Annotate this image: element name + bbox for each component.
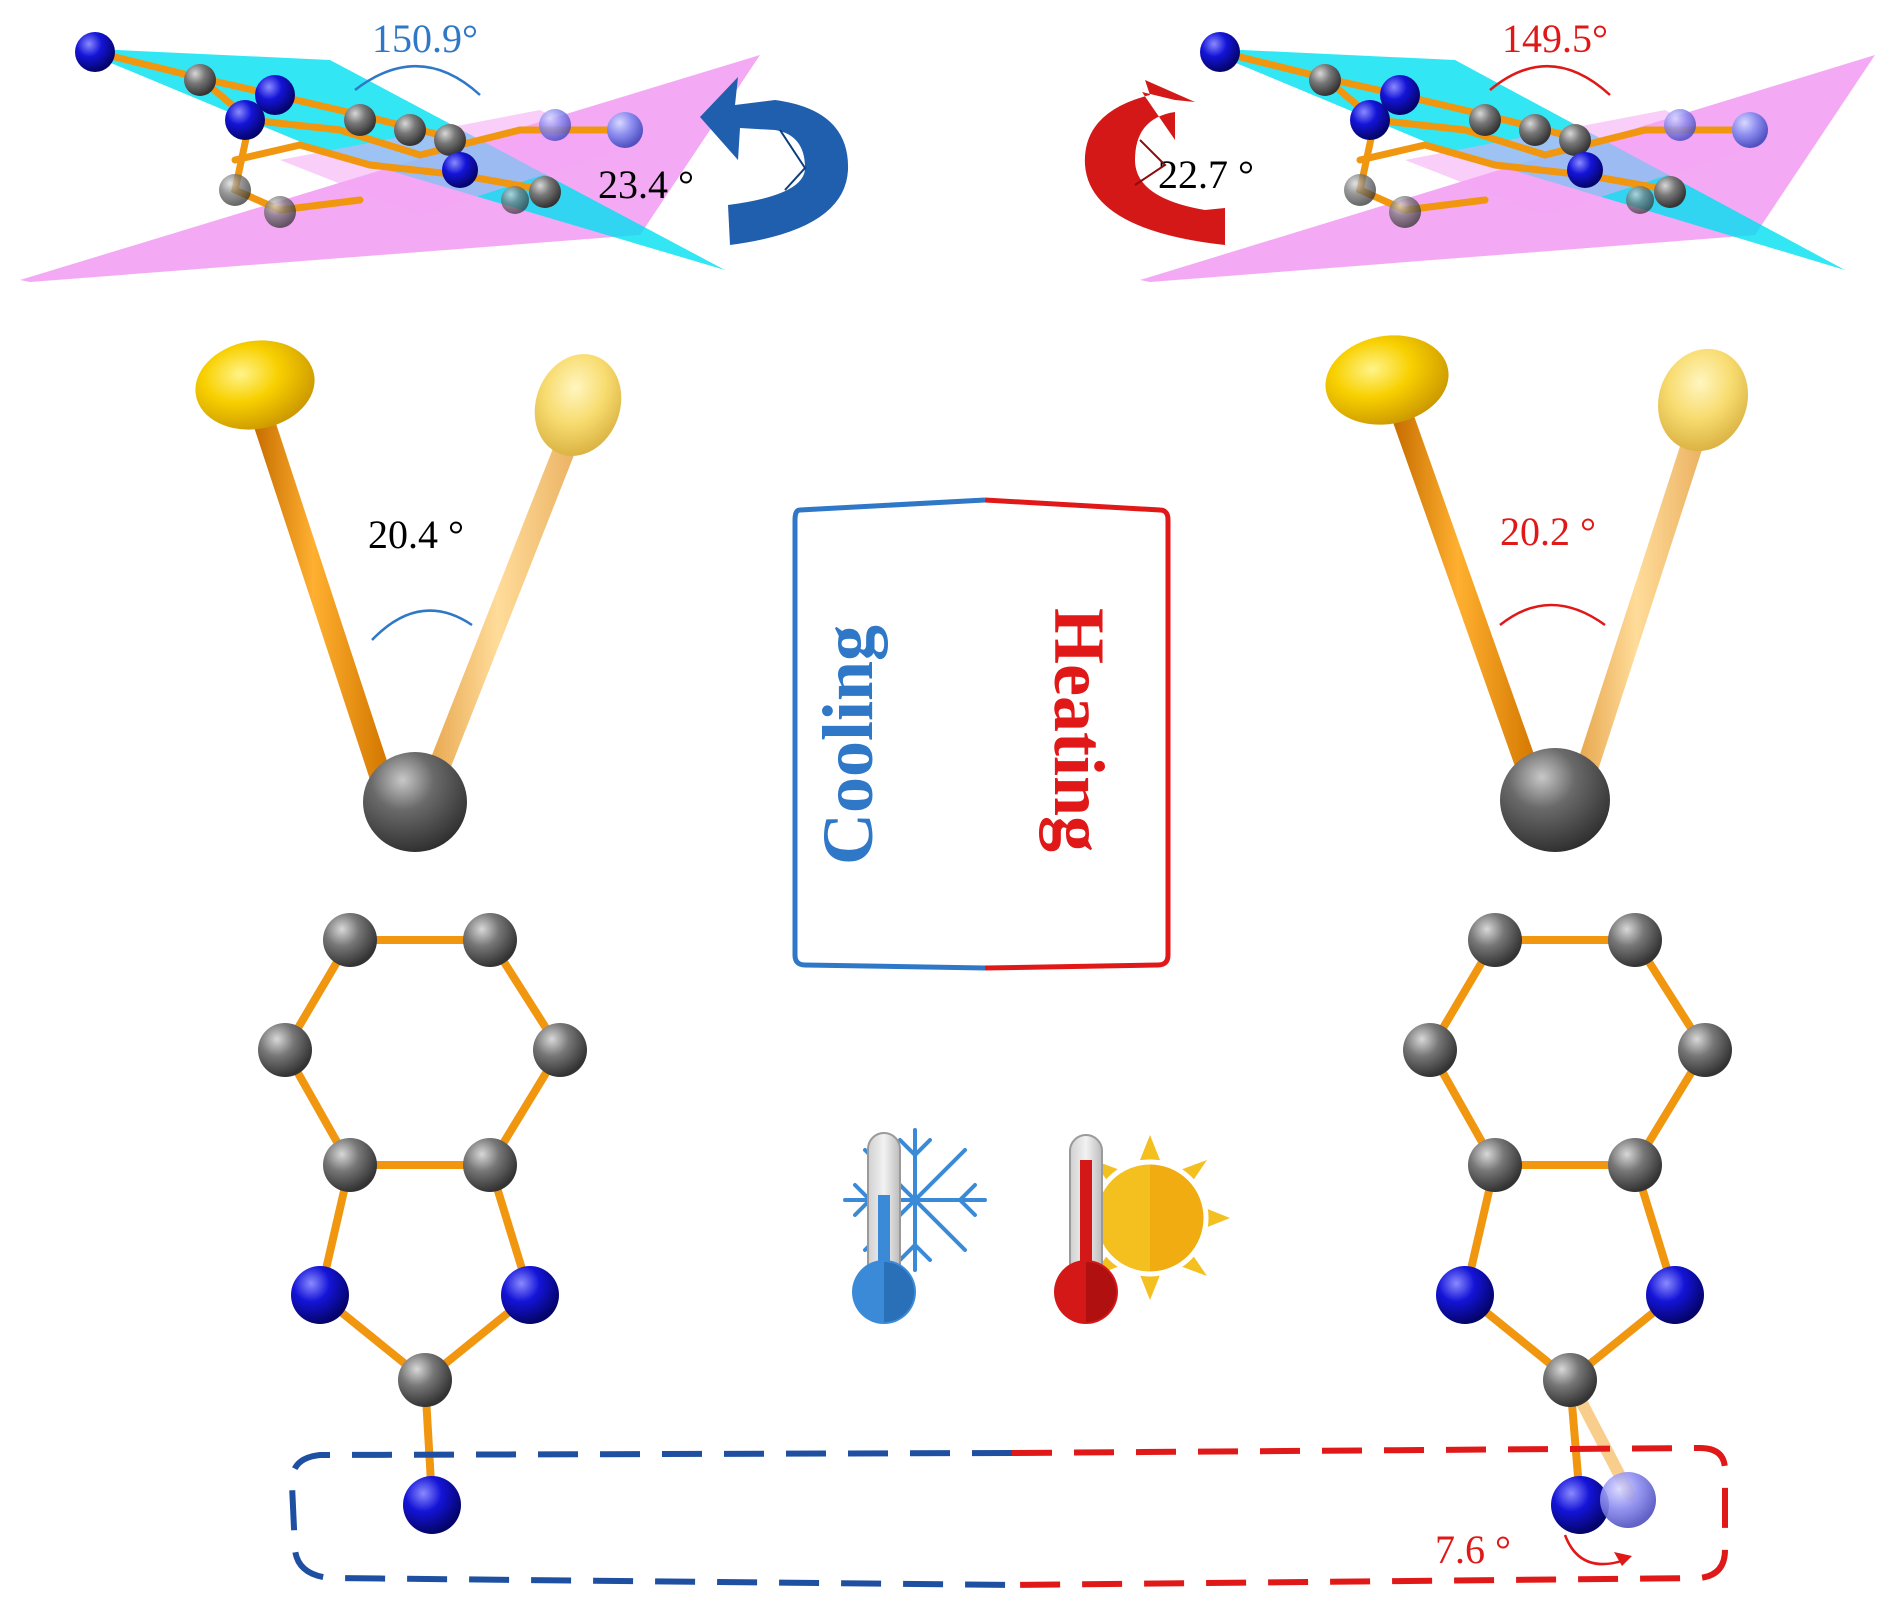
bottom-rotation-arrowhead	[1614, 1552, 1632, 1566]
rotate-arrow-blue-icon	[700, 77, 849, 245]
left-v-molecule	[195, 340, 622, 852]
bottom-dashed-box	[288, 1444, 1728, 1588]
rotate-arrow-red-icon	[1084, 80, 1225, 245]
thermometer-sun-icon	[1054, 1134, 1230, 1324]
heating-label: Heating	[1039, 608, 1119, 852]
left-ring-molecule	[258, 913, 587, 1534]
cooling-heating-bracket	[792, 497, 1171, 971]
left-top-angle-arc	[354, 64, 481, 96]
bottom-rotation-angle-label: 7.6 °	[1435, 1527, 1511, 1572]
left-top-angle-label: 150.9°	[372, 16, 478, 61]
right-v-molecule	[1325, 335, 1749, 852]
right-top-angle-arc	[1489, 64, 1611, 96]
right-v-angle-arc	[1499, 603, 1606, 627]
top-right-planes	[1140, 32, 1875, 282]
right-ring-molecule	[1403, 913, 1732, 1534]
top-left-planes	[20, 32, 760, 282]
left-twist-angle-label: 23.4 °	[598, 162, 694, 207]
bottom-rotation-arrow	[1563, 1534, 1626, 1566]
left-v-angle-label: 20.4 °	[368, 512, 464, 557]
thermometer-snowflake-icon	[843, 1128, 987, 1324]
cooling-label: Cooling	[808, 625, 888, 865]
left-v-angle-arc	[371, 609, 473, 641]
right-v-angle-label: 20.2 °	[1500, 509, 1596, 554]
right-top-angle-label: 149.5°	[1502, 16, 1608, 61]
right-twist-angle-label: 22.7 °	[1158, 152, 1254, 197]
